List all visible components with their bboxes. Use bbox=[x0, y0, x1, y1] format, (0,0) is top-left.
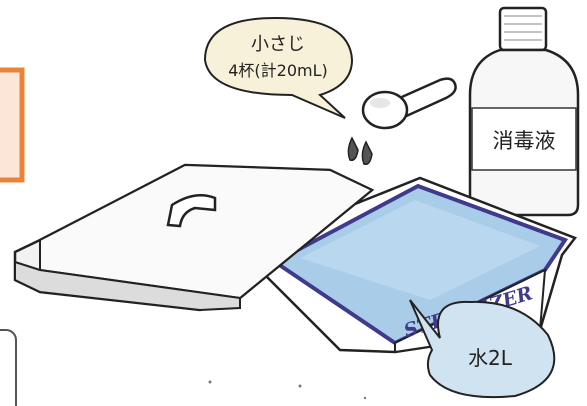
speech-bubble-spoon: 小さじ 4杯(計20mL) bbox=[203, 16, 354, 119]
tray-lid bbox=[13, 163, 375, 312]
speech-bubble-water: 水2L bbox=[409, 299, 556, 399]
drops-icon bbox=[347, 136, 373, 166]
bubble-water-text: 水2L bbox=[468, 346, 513, 370]
measuring-spoon bbox=[361, 77, 457, 130]
rounded-box-left bbox=[0, 329, 17, 406]
bubble-spoon-line2: 4杯(計20mL) bbox=[228, 61, 328, 80]
bubble-spoon-line1: 小さじ bbox=[251, 34, 305, 55]
orange-framed-box bbox=[0, 67, 25, 183]
bottle-label: 消毒液 bbox=[493, 129, 556, 153]
disinfectant-bottle: 消毒液 bbox=[468, 6, 580, 217]
decor-specks bbox=[208, 380, 367, 400]
